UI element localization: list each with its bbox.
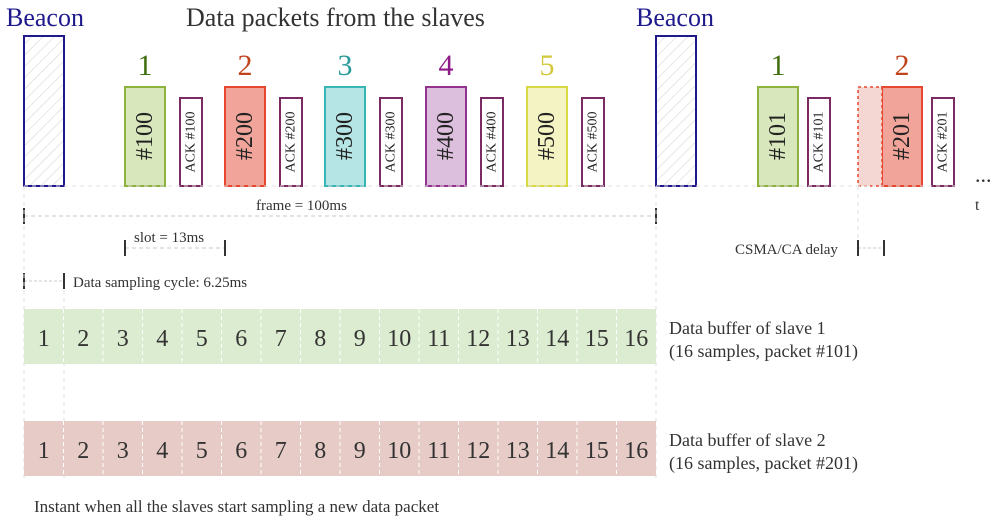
sampling-label: Data sampling cycle: 6.25ms	[73, 275, 247, 291]
buffer-cell-2-2: 2	[77, 438, 89, 464]
buffer-subtitle-2: (16 samples, packet #201)	[669, 453, 858, 474]
packet-box-4	[425, 86, 467, 187]
buffer-cell-1-5: 5	[196, 326, 208, 352]
slot-number-1: 1	[138, 49, 153, 82]
buffer-title-1: Data buffer of slave 1	[669, 318, 826, 338]
slot-number-5: 5	[540, 49, 555, 82]
buffer-title-2: Data buffer of slave 2	[669, 430, 826, 450]
packet-id-2: #200	[232, 112, 258, 160]
ack-box-1	[179, 97, 203, 187]
packet-group-4: 4 #400 ACK #400	[425, 49, 504, 187]
buffer-cell-1-15: 15	[585, 326, 609, 352]
buffer-cell-2-12: 12	[466, 438, 490, 464]
buffer-cell-2-9: 9	[354, 438, 366, 464]
ack-label-second-1: ACK #101	[812, 111, 827, 172]
buffer-cell-1-9: 9	[354, 326, 366, 352]
packet-id-second-2: #201	[889, 112, 915, 160]
csma-label: CSMA/CA delay	[735, 242, 838, 258]
buffer-cell-1-6: 6	[235, 326, 247, 352]
beacon-box-left	[23, 35, 65, 187]
buffer-cell-1-12: 12	[466, 326, 490, 352]
ack-label-2: ACK #200	[284, 111, 299, 172]
diagram-title: Data packets from the slaves	[186, 3, 485, 32]
buffer-cell-2-11: 11	[427, 438, 450, 464]
csma-delay-box	[857, 86, 883, 187]
buffer-cell-1-3: 3	[117, 326, 129, 352]
ellipsis: ...	[975, 162, 992, 187]
packet-box-1	[124, 86, 166, 187]
buffer-cell-1-8: 8	[314, 326, 326, 352]
slot-number-3: 3	[338, 49, 353, 82]
time-axis-label: t	[975, 197, 980, 214]
packet-group-2: 2 #200 ACK #200	[224, 49, 303, 187]
packet-group-second-1: 1 #101 ACK #101	[757, 49, 831, 187]
packet-group-1: 1 #100 ACK #100	[124, 49, 203, 187]
ack-box-3	[379, 97, 403, 187]
buffer-subtitle-1: (16 samples, packet #101)	[669, 341, 858, 362]
packet-box-3	[324, 86, 366, 187]
buffer-cell-2-15: 15	[585, 438, 609, 464]
buffer-cell-2-8: 8	[314, 438, 326, 464]
buffer-cell-2-7: 7	[275, 438, 287, 464]
buffer-cell-2-4: 4	[156, 438, 168, 464]
packet-id-second-1: #101	[765, 112, 791, 160]
buffer-cell-1-4: 4	[156, 326, 168, 352]
beacon-label-left: Beacon	[6, 3, 84, 32]
slot-number-4: 4	[439, 49, 454, 82]
ack-label-1: ACK #100	[184, 111, 199, 172]
packet-id-5: #500	[534, 112, 560, 160]
slot-label: slot = 13ms	[134, 230, 204, 246]
packet-group-3: 3 #300 ACK #300	[324, 49, 403, 187]
ack-label-5: ACK #500	[586, 111, 601, 172]
buffer-cell-1-2: 2	[77, 326, 89, 352]
ack-label-second-2: ACK #201	[936, 111, 951, 172]
packet-id-4: #400	[433, 112, 459, 160]
packet-id-1: #100	[132, 112, 158, 160]
buffer-cell-1-14: 14	[545, 326, 569, 352]
buffer-cell-1-1: 1	[38, 326, 50, 352]
beacon-label-right: Beacon	[636, 3, 714, 32]
packet-group-second-2: 2 #201 ACK #201	[881, 49, 955, 187]
buffer-cell-1-13: 13	[506, 326, 530, 352]
buffer-cell-1-16: 16	[624, 326, 648, 352]
packet-id-3: #300	[332, 112, 358, 160]
slot-number-2: 2	[238, 49, 253, 82]
slot-number-second-2: 2	[895, 49, 910, 82]
ack-label-3: ACK #300	[384, 111, 399, 172]
slot-number-second-1: 1	[771, 49, 786, 82]
buffer-cell-1-7: 7	[275, 326, 287, 352]
buffer-cell-2-1: 1	[38, 438, 50, 464]
buffer-cell-2-16: 16	[624, 438, 648, 464]
buffer-cell-1-11: 11	[427, 326, 450, 352]
packet-box-2	[224, 86, 266, 187]
packet-box-second-2	[881, 86, 923, 187]
ack-box-second-2	[931, 97, 955, 187]
buffer-cell-2-3: 3	[117, 438, 129, 464]
buffer-cell-1-10: 10	[387, 326, 411, 352]
buffer-cell-2-14: 14	[545, 438, 569, 464]
buffer-cell-2-5: 5	[196, 438, 208, 464]
frame-label: frame = 100ms	[256, 198, 347, 214]
buffer-cell-2-13: 13	[506, 438, 530, 464]
ack-label-4: ACK #400	[485, 111, 500, 172]
beacon-box-right	[655, 35, 697, 187]
packet-row: 1 #100 ACK #100 2 #200 ACK #200 3 #300 ACK #300 4…	[124, 49, 955, 187]
packet-group-5: 5 #500 ACK #500	[526, 49, 605, 187]
buffer-cell-2-10: 10	[387, 438, 411, 464]
buffer-cell-2-6: 6	[235, 438, 247, 464]
footer-note: Instant when all the slaves start sampli…	[34, 497, 439, 516]
